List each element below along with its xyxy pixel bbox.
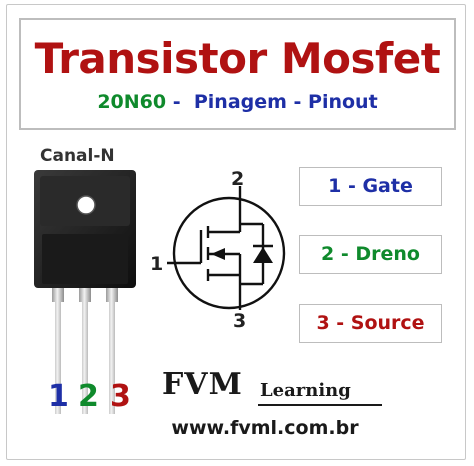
transistor-package-image <box>34 170 136 414</box>
title-box: Transistor Mosfet 20N60 - Pinagem - Pino… <box>19 18 456 130</box>
website-url: www.fvml.com.br <box>171 417 359 439</box>
symbol-source-pin: 3 <box>233 310 247 332</box>
mosfet-symbol-circle <box>172 196 286 310</box>
package-pin-1: 1 <box>48 379 69 414</box>
brand-logo: FVM Learning <box>162 367 382 413</box>
symbol-drain-pin: 2 <box>231 168 245 190</box>
brand-name: FVM <box>162 367 243 402</box>
subtitle-text: - Pinagem - Pinout <box>166 91 378 113</box>
symbol-gate-pin: 1 <box>150 253 164 275</box>
pin-label-drain: 2 - Dreno <box>299 235 442 274</box>
page-title: Transistor Mosfet <box>34 34 441 83</box>
pin-label-source: 3 - Source <box>299 304 442 343</box>
subtitle: 20N60 - Pinagem - Pinout <box>21 90 454 114</box>
channel-label: Canal-N <box>40 146 115 166</box>
part-number: 20N60 <box>97 91 167 113</box>
mosfet-symbol <box>167 186 286 310</box>
package-pin-2: 2 <box>78 379 99 414</box>
brand-sub: Learning <box>260 380 351 401</box>
outer-frame <box>6 4 466 460</box>
pin-label-gate: 1 - Gate <box>299 167 442 206</box>
brand-underline <box>258 404 382 406</box>
package-pin-3: 3 <box>110 379 131 414</box>
